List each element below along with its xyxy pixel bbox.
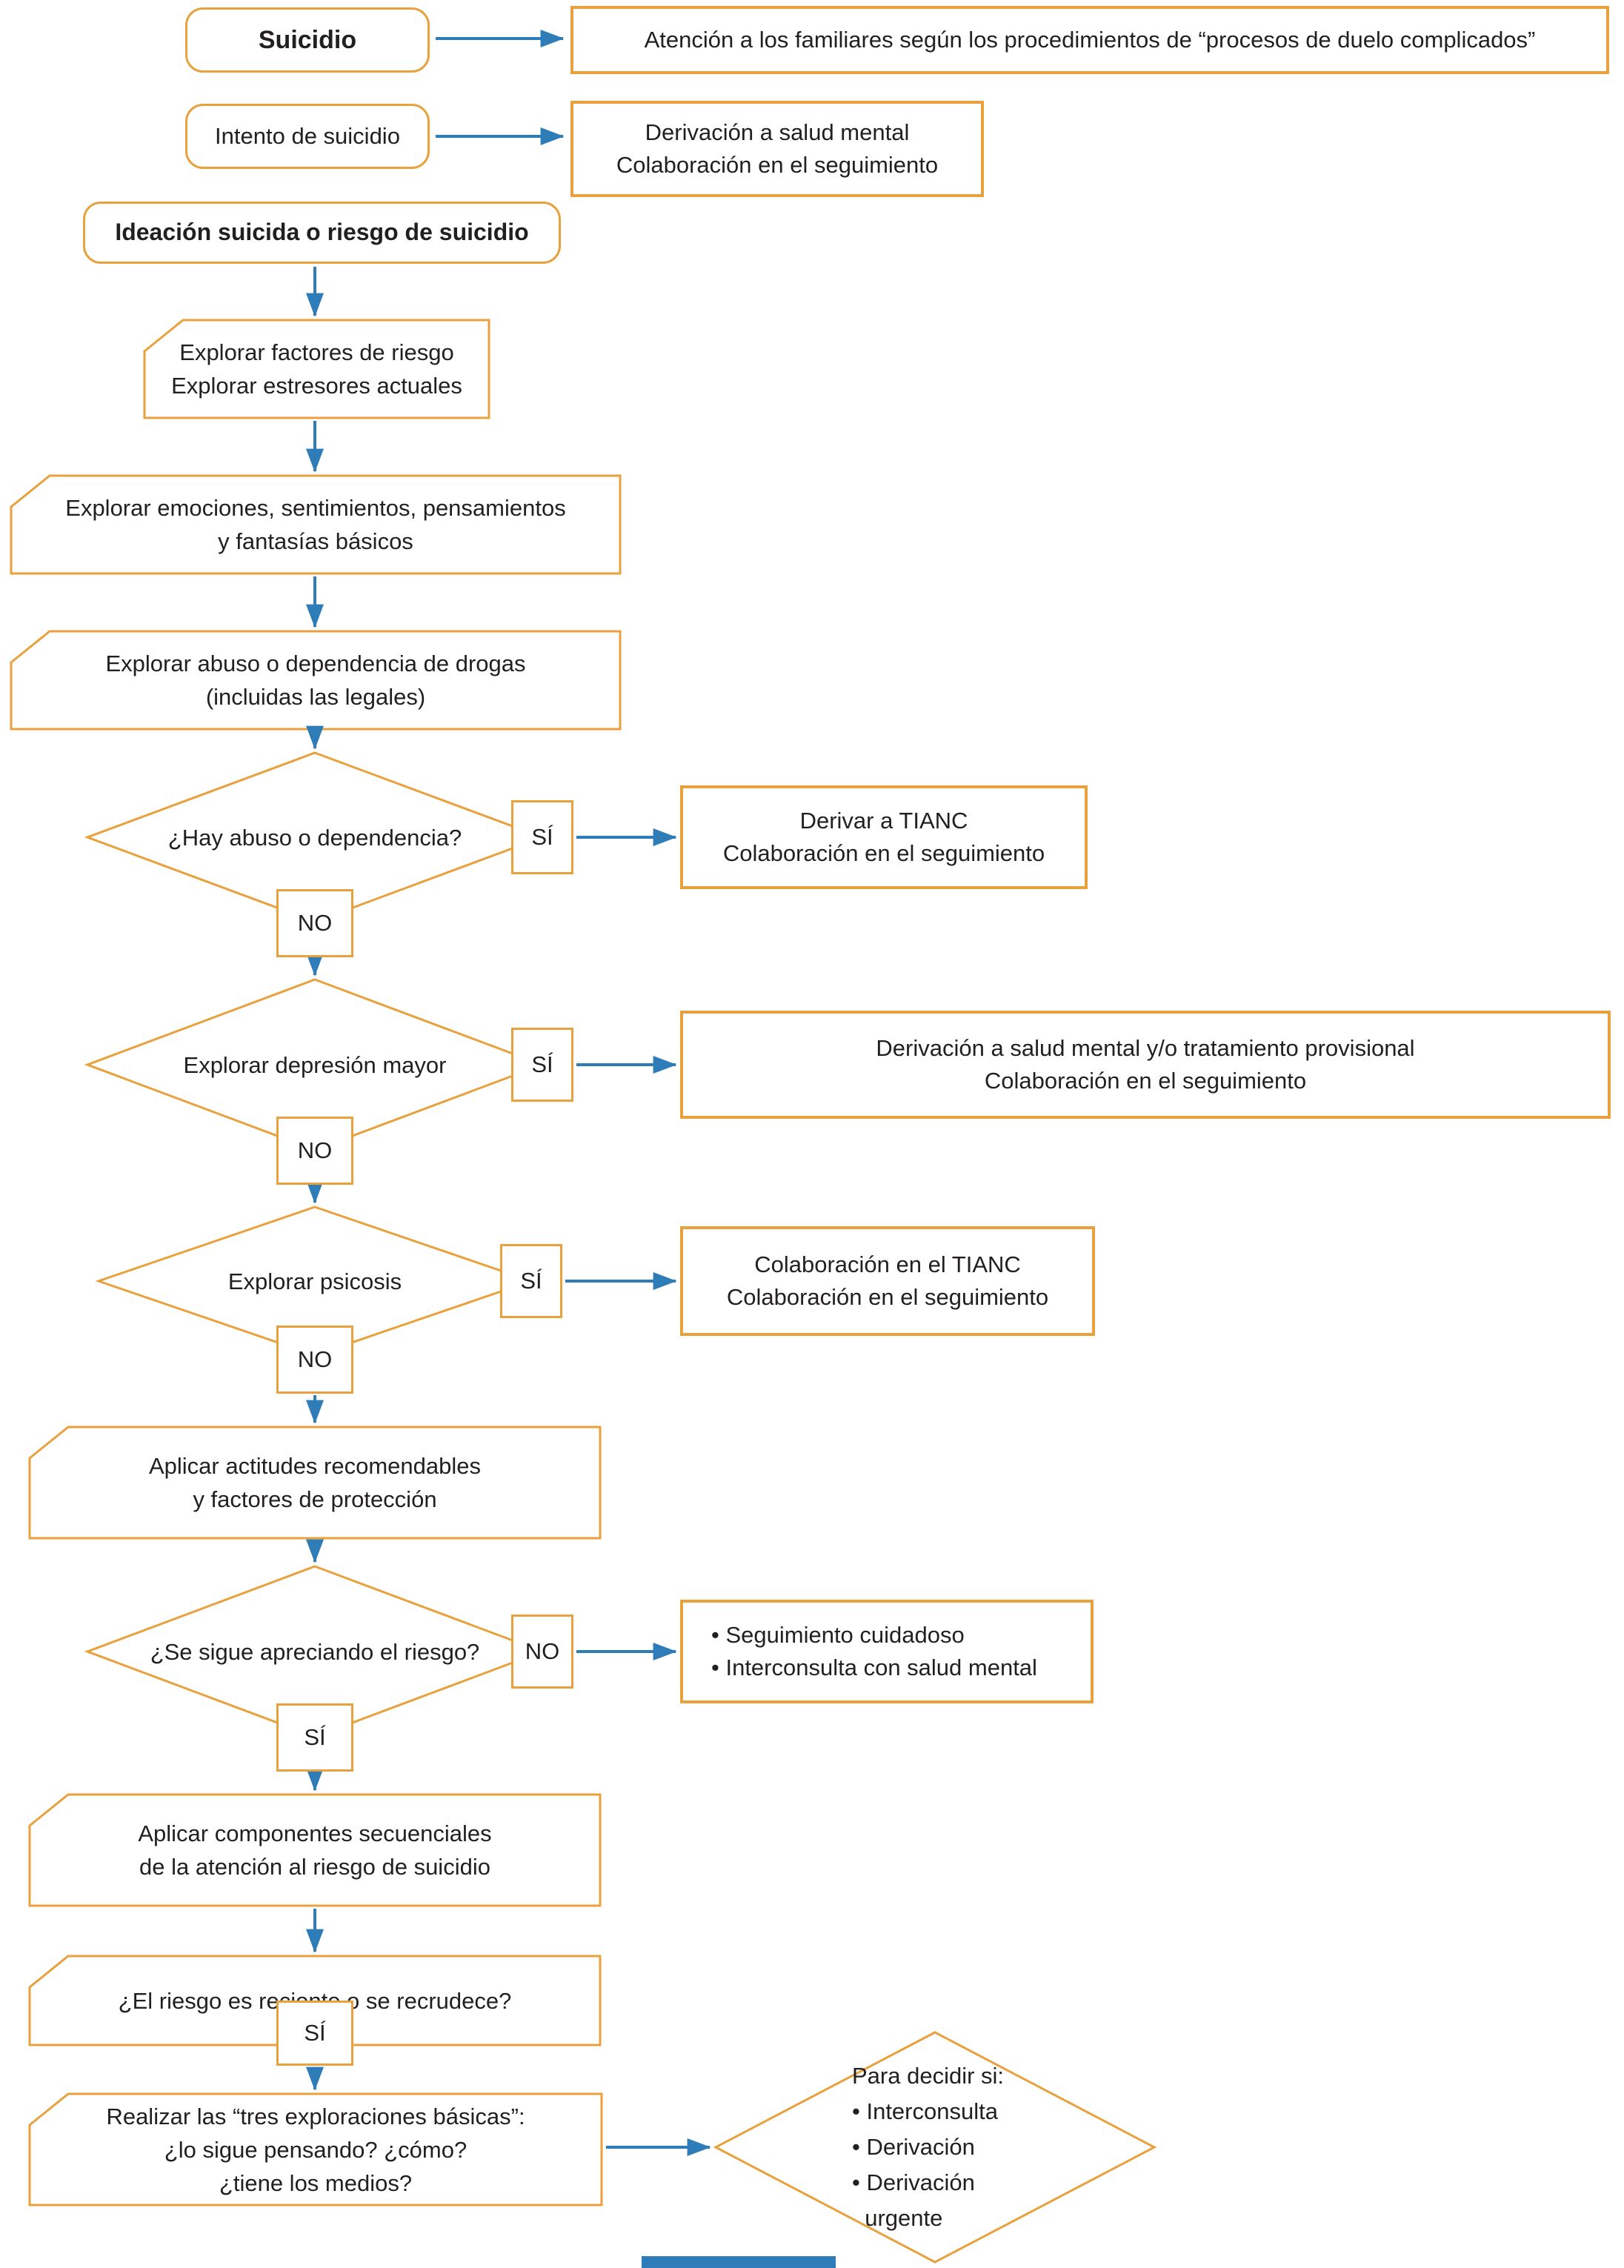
tag-no-psicosis: NO <box>276 1326 353 1394</box>
diamond-hay-abuso-label: ¿Hay abuso o dependencia? <box>167 825 462 851</box>
node-intento-suicidio-label: Intento de suicidio <box>215 122 400 149</box>
node-atencion-familiares: Atención a los familiares según los proc… <box>570 6 1609 74</box>
tag-si-riesgo-apreciado: SÍ <box>276 1703 353 1772</box>
node-colaboracion-tianc: Colaboración en el TIANC Colaboración en… <box>680 1226 1095 1336</box>
node-componentes-label: Aplicar componentes secuenciales de la a… <box>138 1820 492 1880</box>
node-abuso-drogas-label: Explorar abuso o dependencia de drogas (… <box>105 651 526 710</box>
tag-no-label: NO <box>297 909 333 936</box>
node-ideacion-suicida: Ideación suicida o riesgo de suicidio <box>83 202 561 264</box>
node-derivacion-tratamiento: Derivación a salud mental y/o tratamient… <box>680 1011 1611 1119</box>
node-actitudes-label: Aplicar actitudes recomendables y factor… <box>148 1453 482 1512</box>
node-intento-suicidio: Intento de suicidio <box>185 104 430 169</box>
tag-si-label: SÍ <box>531 823 553 850</box>
tag-si-label: SÍ <box>520 1267 542 1294</box>
node-ideacion-suicida-label: Ideación suicida o riesgo de suicidio <box>115 219 529 246</box>
node-emociones-shape <box>10 474 622 575</box>
tag-si-label: SÍ <box>304 1723 326 1750</box>
tag-no-label: NO <box>297 1346 333 1372</box>
node-tres-exploraciones-label: Realizar las “tres exploraciones básicas… <box>106 2104 525 2196</box>
tag-no-hay-abuso: NO <box>276 889 353 957</box>
node-seguimiento-interconsulta-label: • Seguimiento cuidadoso • Interconsulta … <box>711 1621 1037 1680</box>
tag-si-label: SÍ <box>531 1051 553 1077</box>
node-factores-shape <box>143 319 490 419</box>
node-derivacion-tratamiento-label: Derivación a salud mental y/o tratamient… <box>876 1034 1415 1094</box>
node-suicidio: Suicidio <box>185 7 430 73</box>
diamond-psicosis-label: Explorar psicosis <box>227 1268 402 1294</box>
node-suicidio-label: Suicidio <box>258 25 357 54</box>
tag-si-depresion: SÍ <box>511 1028 573 1102</box>
tag-no-riesgo-apreciado: NO <box>511 1614 573 1689</box>
tag-si-riesgo-reciente: SÍ <box>276 2001 353 2066</box>
node-factores-label: Explorar factores de riesgo Explorar est… <box>171 339 462 399</box>
connector-arrows <box>306 30 711 2156</box>
diamond-depresion-label: Explorar depresión mayor <box>183 1052 447 1078</box>
diamond-riesgo-apreciado-label: ¿Se sigue apreciando el riesgo? <box>150 1639 480 1665</box>
node-derivar-tianc-label: Derivar a TIANC Colaboración en el segui… <box>722 807 1045 866</box>
node-actitudes-shape <box>28 1426 602 1540</box>
tag-no-label: NO <box>297 1137 333 1163</box>
tag-no-depresion: NO <box>276 1117 353 1185</box>
node-componentes-shape <box>28 1793 602 1907</box>
node-abuso-shape <box>10 630 622 731</box>
decision-diamonds <box>84 751 1157 2264</box>
diamond-para-decidir-label: Para decidir si: • Interconsulta • Deriv… <box>852 2063 1005 2231</box>
node-tres-exploraciones-shape <box>28 2092 603 2207</box>
bottom-cutoff-bar <box>642 2256 836 2268</box>
node-atencion-familiares-label: Atención a los familiares según los proc… <box>644 26 1536 53</box>
tag-si-psicosis: SÍ <box>500 1244 562 1318</box>
node-colaboracion-tianc-label: Colaboración en el TIANC Colaboración en… <box>726 1251 1049 1310</box>
tag-si-hay-abuso: SÍ <box>511 800 573 874</box>
diamond-para-decidir <box>713 2031 1157 2264</box>
node-derivacion-salud-mental-label: Derivación a salud mental Colaboración e… <box>616 119 939 178</box>
node-emociones-label: Explorar emociones, sentimientos, pensam… <box>65 495 566 554</box>
tag-no-label: NO <box>525 1637 560 1664</box>
tag-si-label: SÍ <box>304 2019 326 2046</box>
node-seguimiento-interconsulta: • Seguimiento cuidadoso • Interconsulta … <box>680 1600 1094 1703</box>
node-derivacion-salud-mental: Derivación a salud mental Colaboración e… <box>570 101 984 197</box>
node-derivar-tianc: Derivar a TIANC Colaboración en el segui… <box>680 785 1088 889</box>
